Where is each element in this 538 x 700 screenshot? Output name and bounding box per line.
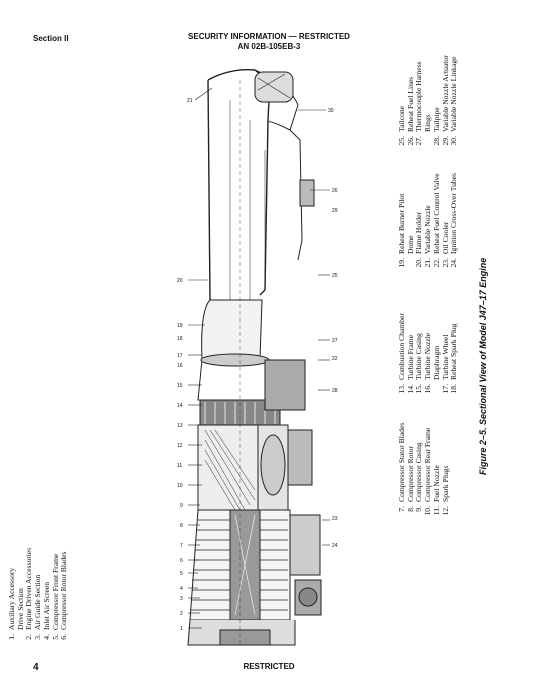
callout-14: 14 [177,403,183,409]
footer-classification: RESTRICTED [243,662,295,671]
legend-item-label: Variable Nozzle Actuator [440,55,450,132]
legend-item-label: Auxiliary Accessory [7,567,16,630]
legend-item-label: Fuel Nozzle [431,465,441,502]
callout-29: 29 [332,208,338,214]
legend-item-label: Diaphragm [431,345,441,380]
legend-column-4: 19.Reheat Burner Pilot Dome 20.Flame Hol… [397,172,459,268]
section-label: Section II [33,34,69,43]
callout-7: 7 [180,543,183,549]
legend-column-5: 25.Tailcone 26.Reheat Fuel Lines 27.Ther… [397,55,459,146]
engine-sectional-drawing: 1 2 3 4 5 6 7 8 9 10 11 12 13 14 15 16 1… [177,69,338,646]
callout-6: 6 [180,558,183,564]
page-number: 4 [33,662,39,673]
callout-3: 3 [180,596,183,602]
legend-item-label: Spark Plugs [440,465,450,503]
callout-20: 20 [177,278,183,284]
legend-item-label: Air Guide Section [33,574,43,630]
callout-15: 15 [177,383,183,389]
legend-column-2: 7.Compressor Stator Blades 8.Compressor … [397,422,450,516]
callout-18: 18 [177,336,183,342]
legend-item-label: Compressor Stator Blades [397,422,406,502]
legend-item-label: Inlet Air Screen [41,581,51,630]
callout-19: 19 [177,323,183,329]
callout-13: 13 [177,423,183,429]
legend-item-label: Rings [423,114,433,132]
security-title: SECURITY INFORMATION — RESTRICTED [188,32,350,41]
callout-10: 10 [177,483,183,489]
callout-12: 12 [177,443,183,449]
legend-item-label: Compressor Rear Frame [423,427,433,502]
legend-item-label: Ignition Cross-Over Tubes [449,172,459,254]
callout-16: 16 [177,363,183,369]
legend-item-label: Tailpipe [431,107,441,132]
callout-2: 2 [180,611,183,617]
legend-item-label: Compressor Front Frame [50,553,60,630]
legend-item-label: Dome [405,235,415,254]
callout-27: 27 [332,338,338,344]
legend-item-label: Turbine Frame [405,334,415,380]
legend-column-1: 1.Auxiliary Accessory Drive Section 2.En… [7,547,69,640]
callout-21: 21 [187,98,193,104]
legend-item-label: Turbine Casing [414,333,424,380]
legend-item-label: Reheat Fuel Control Valve [431,173,441,254]
legend-item-label: Oil Cooler [440,221,450,254]
callout-numbers: 1 2 3 4 5 6 7 8 9 10 11 12 13 14 15 16 1… [177,98,338,632]
legend-item-label: Drive Section [15,588,25,630]
legend-column-3: 13.Combustion Chamber 14.Turbine Frame 1… [397,313,459,394]
callout-28: 28 [332,388,338,394]
legend-item-label: Compressor Rotor [405,446,415,502]
legend-item-label: Reheat Burner Pilot [397,193,406,254]
legend-item-label: Combustion Chamber [397,313,406,380]
legend-item-label: Thermocouple Harness [414,61,424,132]
legend-item-label: Flame Holder [414,212,424,254]
legend-item-label: Compressor Rotor Blades [59,551,69,630]
callout-8: 8 [180,523,183,529]
legend-item-label: Variable Nozzle [423,205,433,254]
legend-item-label: Variable Nozzle Linkage [449,56,459,132]
legend-item-label: Turbine Nozzle [423,332,433,380]
callout-9: 9 [180,503,183,509]
callout-25: 25 [332,273,338,279]
callout-5: 5 [180,571,183,577]
legend-item-label: Reheat Spark Plug [449,323,459,380]
callout-17: 17 [177,353,183,359]
legend-item-label: Turbine Wheel [440,334,450,380]
callout-1: 1 [180,626,183,632]
callout-26: 26 [332,188,338,194]
legend-item-label: Engine Driven Accessories [24,547,34,630]
document-number: AN 02B-105EB-3 [237,42,301,51]
callout-24: 24 [332,543,338,549]
callout-22: 22 [332,356,338,362]
legend-item-label: Compressor Casing [414,442,424,502]
legend-item-label: Reheat Fuel Lines [405,76,415,132]
figure-caption: Figure 2–5. Sectional View of Model J47–… [478,257,488,475]
callout-4: 4 [180,586,183,592]
legend-item-label: Tailcone [397,105,406,132]
callout-23: 23 [332,516,338,522]
callout-11: 11 [177,463,182,469]
callout-30: 30 [328,108,334,114]
